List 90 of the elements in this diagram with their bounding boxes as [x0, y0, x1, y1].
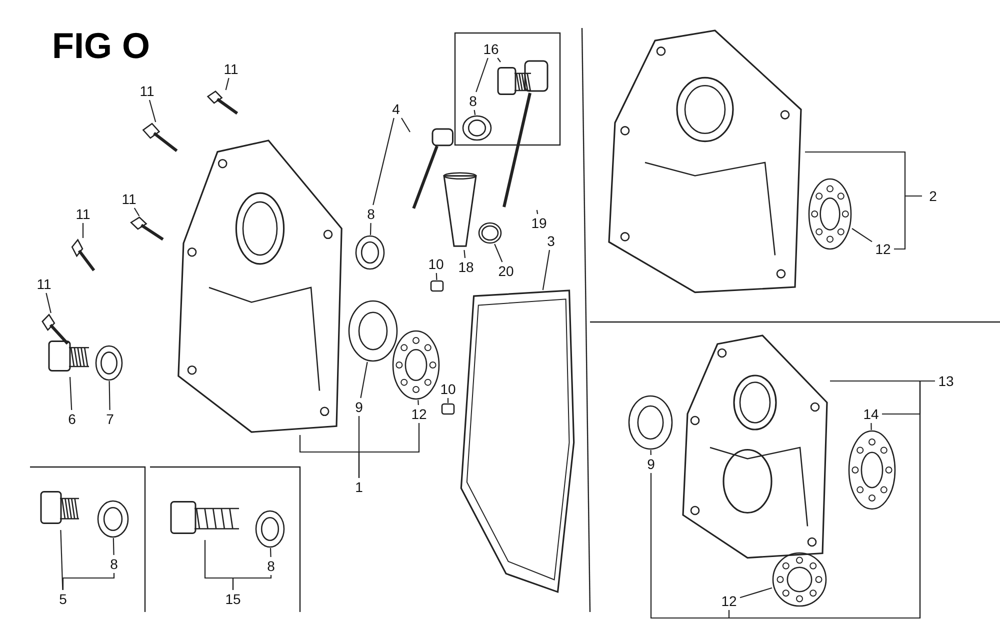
leader-line: [401, 118, 410, 132]
leader-line: [370, 222, 372, 236]
crankcase-cover-drawing: [175, 140, 345, 435]
leader-line: [447, 398, 449, 403]
callout-number: 2: [922, 187, 944, 205]
seal-ring-drawing: [355, 235, 385, 270]
callout-number: 6: [61, 410, 83, 428]
callout-number: 9: [350, 398, 368, 416]
leader-line: [418, 400, 419, 406]
ball-bearing-drawing: [772, 552, 827, 607]
leader-line: [740, 587, 772, 598]
callout-number: 20: [495, 262, 517, 280]
pin-drawing: [430, 280, 444, 292]
callout-number: 11: [136, 82, 158, 100]
leader-line: [270, 548, 272, 558]
dipstick-drawing: [410, 128, 455, 210]
callout-number: 18: [455, 258, 477, 276]
crankcase-cover-drawing: [605, 30, 805, 295]
dipstick-drawing: [500, 60, 550, 210]
callout-number: 10: [425, 255, 447, 273]
ball-bearing-drawing: [848, 430, 896, 510]
washer-drawing: [97, 500, 129, 538]
callout-number: 8: [462, 92, 484, 110]
callout-number: 1: [352, 478, 366, 496]
leader-line: [108, 381, 110, 410]
callout-number: 8: [360, 205, 382, 223]
gasket-drawing: [460, 290, 575, 595]
leader-line: [436, 272, 438, 280]
callout-number: 12: [408, 405, 430, 423]
leader-line: [225, 78, 230, 90]
leader-line: [497, 58, 501, 62]
leader-line: [372, 118, 394, 206]
leader-line: [46, 292, 52, 314]
leader-line: [232, 575, 272, 590]
leader-line: [650, 450, 652, 456]
callout-number: 8: [103, 555, 125, 573]
callout-number: 12: [718, 592, 740, 610]
filler-tube-drawing: [440, 172, 480, 250]
callout-number: 4: [385, 100, 407, 118]
callout-number: 11: [33, 275, 55, 293]
ball-bearing-drawing: [808, 178, 852, 250]
leader-line: [476, 58, 488, 92]
bolt-drawing: [40, 313, 70, 347]
bolt-drawing: [205, 90, 240, 116]
leader-line: [894, 195, 922, 250]
callout-number: 16: [480, 40, 502, 58]
bolt-drawing: [70, 238, 96, 274]
leader-line: [852, 228, 872, 242]
leader-line: [60, 530, 64, 590]
callout-number: 11: [118, 190, 140, 208]
leader-line: [536, 210, 538, 214]
leader-line: [69, 376, 72, 410]
leader-line: [112, 538, 114, 556]
leader-line: [62, 573, 115, 590]
leader-line: [728, 380, 935, 619]
callout-number: 12: [872, 240, 894, 258]
leader-line: [134, 208, 140, 216]
bolt-drawing: [128, 216, 166, 242]
callout-number: 10: [437, 380, 459, 398]
callout-number: 9: [640, 455, 662, 473]
leader-line: [494, 244, 503, 262]
leader-line: [358, 423, 420, 478]
callout-number: 7: [99, 410, 121, 428]
ball-bearing-drawing: [392, 330, 440, 400]
leader-line: [474, 110, 476, 116]
leader-line: [82, 223, 84, 238]
callout-number: 11: [220, 60, 242, 78]
callout-number: 13: [935, 372, 957, 390]
figure-title: FIG O: [52, 26, 150, 66]
leader-line: [148, 100, 156, 122]
seal-ring-drawing: [628, 395, 673, 450]
callout-number: 14: [860, 405, 882, 423]
leader-line: [542, 250, 550, 290]
leader-line: [870, 423, 872, 430]
bolt-drawing: [140, 122, 180, 154]
callout-number: 5: [52, 590, 74, 608]
callout-number: 15: [222, 590, 244, 608]
callout-number: 3: [540, 232, 562, 250]
washer-drawing: [255, 510, 285, 548]
seal-ring-drawing: [462, 115, 492, 141]
seal-ring-drawing: [348, 300, 398, 362]
o-ring-drawing: [478, 222, 502, 244]
callout-number: 19: [528, 214, 550, 232]
crankcase-cover-drawing: [680, 335, 830, 560]
washer-drawing: [95, 345, 123, 381]
callout-number: 8: [260, 557, 282, 575]
leader-line: [464, 250, 466, 258]
leader-line: [360, 362, 368, 398]
callout-number: 11: [72, 205, 94, 223]
pin-drawing: [441, 403, 455, 415]
